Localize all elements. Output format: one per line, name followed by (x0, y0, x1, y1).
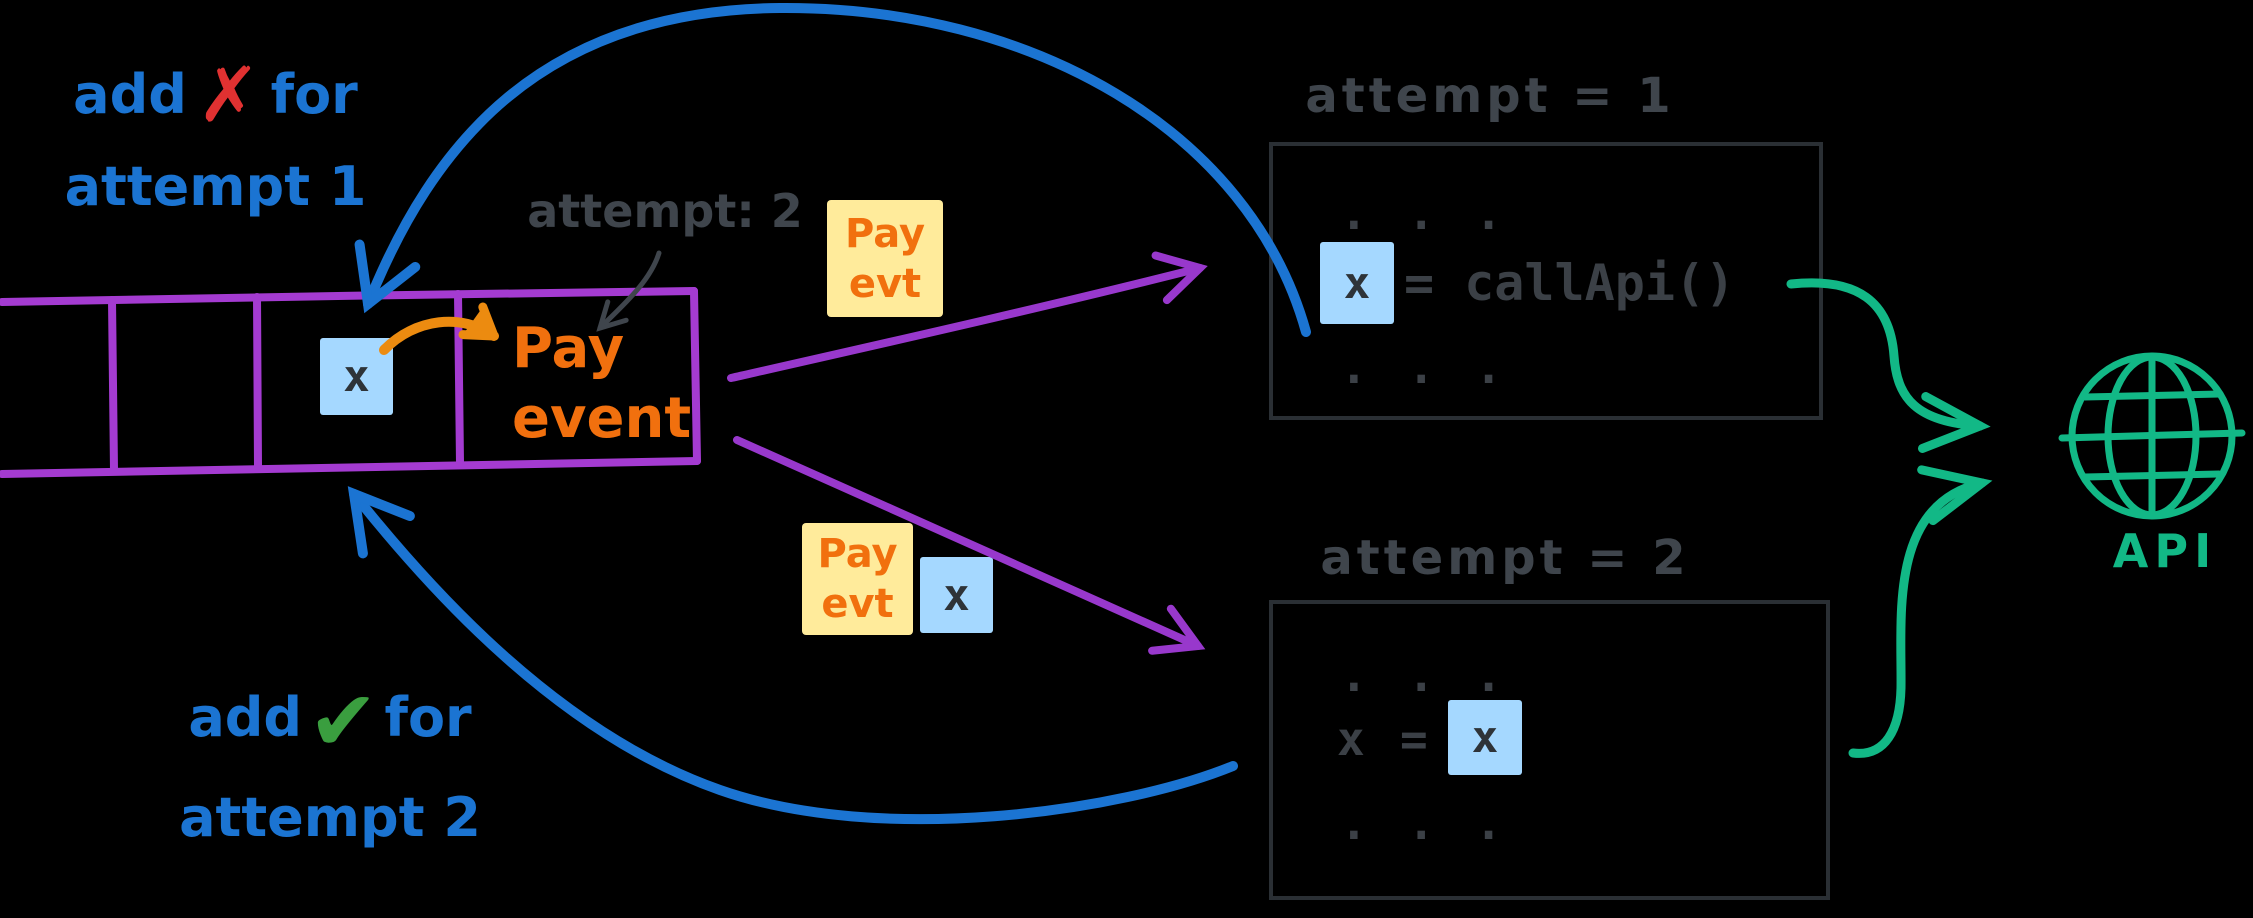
globe-equator (2058, 429, 2246, 442)
sticky-pay-evt-1: Pay evt (827, 200, 943, 317)
frame2-slot-x: x (1448, 700, 1522, 775)
queue-slot-x: x (320, 338, 393, 415)
queue-slot-x-label: x (343, 351, 370, 402)
note-attempt2: add✔for attempt 2 (130, 672, 530, 849)
queue-divider-1 (108, 296, 118, 474)
queue-divider-3 (454, 290, 464, 467)
queue-divider-2 (253, 293, 262, 470)
frame2-title: attempt = 2 (1320, 530, 1690, 586)
note-attempt2-word2: for (384, 686, 472, 749)
frame1-title: attempt = 1 (1305, 68, 1675, 124)
queue-event-label: Pay event (512, 314, 691, 454)
sticky2-line1: Pay (817, 531, 898, 577)
sticky1-line2: evt (848, 260, 922, 307)
note-attempt2-line2: attempt 2 (179, 786, 481, 849)
frame2-code-eq: = (1400, 712, 1428, 766)
dispatch-arrow-attempt1 (727, 251, 1208, 382)
sticky2-slot-x: x (920, 557, 993, 633)
queue-right-edge (690, 287, 701, 465)
globe-outline (2068, 352, 2236, 520)
queue-top-edge (0, 287, 698, 306)
frame1-slot-x-label: x (1343, 257, 1371, 309)
queue-bottom-edge (0, 457, 701, 478)
note-attempt2-word1: add (188, 686, 303, 749)
success-check-icon: ✔ (308, 672, 379, 770)
frame1-code: = callApi() (1404, 254, 1736, 312)
note-attempt2-line1: add✔for (130, 672, 530, 770)
frame2-slot-x-label: x (1471, 712, 1499, 763)
api-label: API (2112, 524, 2218, 578)
sticky2-line2: evt (821, 581, 894, 627)
globe-icon (2058, 352, 2246, 520)
frame2-dots-top: . . . (1340, 648, 1509, 702)
frame2-code-lhs: x (1337, 712, 1365, 766)
note-attempt1: add✗for attempt 1 (18, 50, 413, 218)
frame-attempt2 (1269, 600, 1830, 900)
globe-meridian (2104, 353, 2200, 519)
frame2-dots-bottom: . . . (1340, 796, 1509, 850)
queue-annotation: attempt: 2 (527, 184, 803, 238)
frame1-slot-x: x (1320, 242, 1394, 324)
sticky1-line1: Pay (844, 210, 926, 257)
note-attempt1-line1: add✗for (18, 50, 413, 139)
slot-to-event-arrow (379, 302, 499, 355)
frame1-dots-bottom: . . . (1340, 340, 1509, 394)
sticky2-slot-x-label: x (943, 569, 970, 621)
note-attempt1-word1: add (73, 63, 187, 126)
api-call-arrow-2 (1848, 465, 1993, 758)
queue-event-line2: event (512, 386, 692, 451)
sticky-pay-evt-2: Pay evt (802, 523, 913, 635)
note-attempt1-word2: for (270, 63, 358, 126)
queue-event-line1: Pay (512, 316, 625, 381)
fail-x-icon: ✗ (196, 50, 261, 139)
globe-lat-south (2081, 470, 2223, 481)
frame1-dots-top: . . . (1340, 186, 1509, 240)
note-attempt1-line2: attempt 1 (64, 155, 367, 218)
globe-lat-north (2081, 390, 2224, 401)
